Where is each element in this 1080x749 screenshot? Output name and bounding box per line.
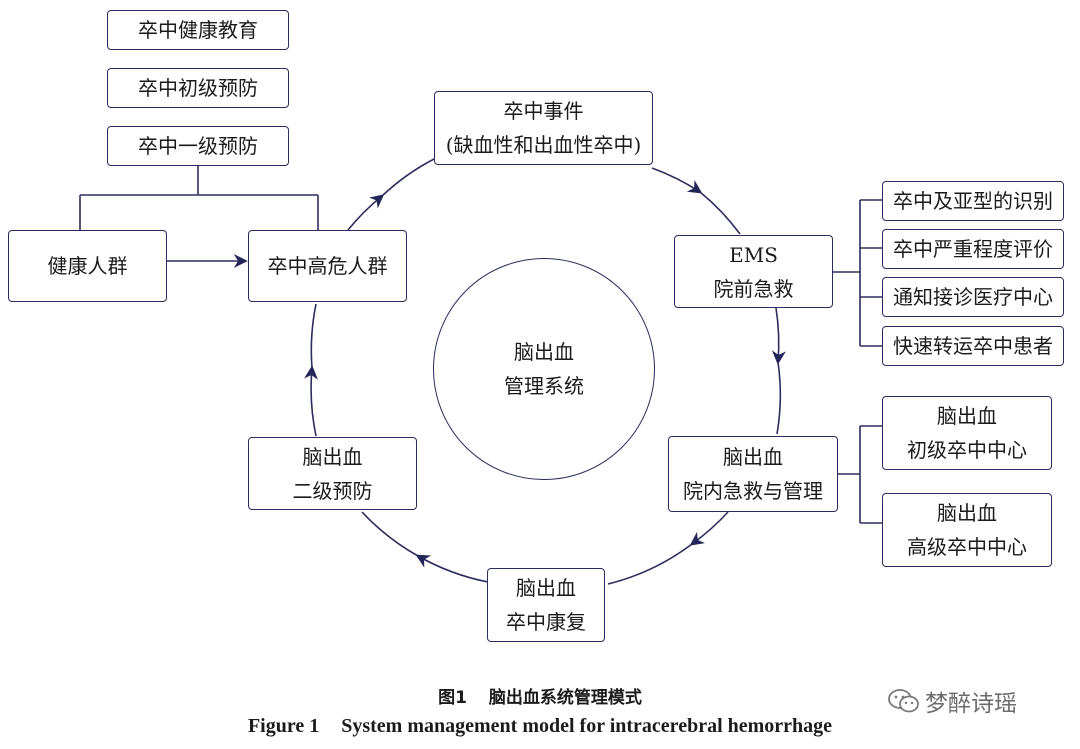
primary-center-line2: 初级卒中中心 [907, 438, 1027, 462]
arc-ems-to-hospital [771, 307, 786, 365]
arc-hospital-to-rehab-tail [607, 543, 693, 585]
hospital-care-line2: 院内急救与管理 [683, 479, 823, 503]
watermark: 梦醉诗瑶 [887, 684, 1017, 718]
hospital-care-box: 脑出血 院内急救与管理 [668, 436, 838, 512]
rehab-line2: 卒中康复 [506, 610, 586, 634]
ems-task-label: 快速转运卒中患者 [893, 334, 1053, 358]
arc-rehab-to-secondary [415, 554, 489, 583]
caption-cn-label: 图1 [438, 688, 467, 708]
secondary-line1: 脑出血 [302, 444, 363, 469]
arc-event-to-ems-tail [699, 191, 741, 235]
prevention-education-box: 卒中健康教育 [107, 10, 289, 50]
rehab-line1: 脑出血 [516, 576, 576, 600]
arc-event-to-ems [651, 167, 703, 194]
primary-center-line1: 脑出血 [937, 404, 997, 428]
wechat-icon [888, 689, 919, 713]
advanced-center-line2: 高级卒中中心 [907, 535, 1027, 559]
primary-stroke-center-box: 脑出血 初级卒中中心 [882, 396, 1052, 470]
ems-line1: EMS [729, 242, 778, 267]
rehabilitation-box: 脑出血 卒中康复 [487, 568, 605, 642]
ems-task-box: 快速转运卒中患者 [882, 326, 1064, 366]
arc-secondary-to-highrisk-tail [310, 303, 317, 369]
healthy-population-box: 健康人群 [8, 230, 167, 302]
caption-cn-title: 脑出血系统管理模式 [488, 688, 642, 708]
watermark-text: 梦醉诗瑶 [925, 691, 1017, 717]
advanced-center-line1: 脑出血 [937, 501, 997, 525]
prevention-primordial-box: 卒中初级预防 [107, 68, 289, 108]
management-system-hub: 脑出血 管理系统 [433, 258, 655, 480]
arc-rehab-to-secondary-tail [361, 511, 419, 557]
ems-task-box: 卒中及亚型的识别 [882, 181, 1064, 221]
stroke-event-box: 卒中事件 (缺血性和出血性卒中) [434, 91, 653, 165]
arc-highrisk-to-event-tail [381, 157, 437, 197]
ems-task-label: 通知接诊医疗中心 [893, 285, 1053, 309]
figure-caption-cn: 图1 脑出血系统管理模式 [0, 683, 1080, 708]
hospital-care-line1: 脑出血 [723, 445, 783, 469]
ems-task-label: 卒中严重程度评价 [893, 237, 1053, 261]
arc-secondary-to-highrisk [304, 365, 318, 437]
ems-line2: 院前急救 [713, 276, 794, 301]
arc-highrisk-to-event [347, 194, 385, 231]
hub-line2: 管理系统 [504, 374, 584, 398]
figure-caption-en: Figure 1 System management model for intr… [0, 715, 1080, 738]
ems-task-box: 通知接诊医疗中心 [882, 277, 1064, 317]
secondary-prevention-box: 脑出血 二级预防 [248, 437, 417, 510]
hub-line1: 脑出血 [514, 340, 574, 364]
stroke-event-line1: 卒中事件 [503, 99, 584, 123]
secondary-line2: 二级预防 [292, 478, 373, 503]
arc-ems-to-hospital-tail [776, 361, 782, 435]
high-risk-population-label: 卒中高危人群 [267, 254, 388, 278]
healthy-population-label: 健康人群 [47, 254, 128, 278]
ems-task-label: 卒中及亚型的识别 [893, 189, 1053, 213]
stroke-event-line2: (缺血性和出血性卒中) [445, 133, 642, 157]
ems-box: EMS 院前急救 [674, 235, 833, 308]
high-risk-population-box: 卒中高危人群 [248, 230, 407, 302]
caption-en-title: System management model for intracerebra… [341, 715, 833, 737]
prevention-education-label: 卒中健康教育 [138, 18, 258, 42]
prevention-primary-label: 卒中一级预防 [138, 134, 258, 158]
prevention-primordial-label: 卒中初级预防 [138, 76, 258, 100]
arc-hospital-to-rehab [689, 511, 729, 546]
advanced-stroke-center-box: 脑出血 高级卒中中心 [882, 493, 1052, 567]
ems-task-box: 卒中严重程度评价 [882, 229, 1064, 269]
prevention-primary-box: 卒中一级预防 [107, 126, 289, 166]
caption-en-label: Figure 1 [247, 715, 320, 737]
